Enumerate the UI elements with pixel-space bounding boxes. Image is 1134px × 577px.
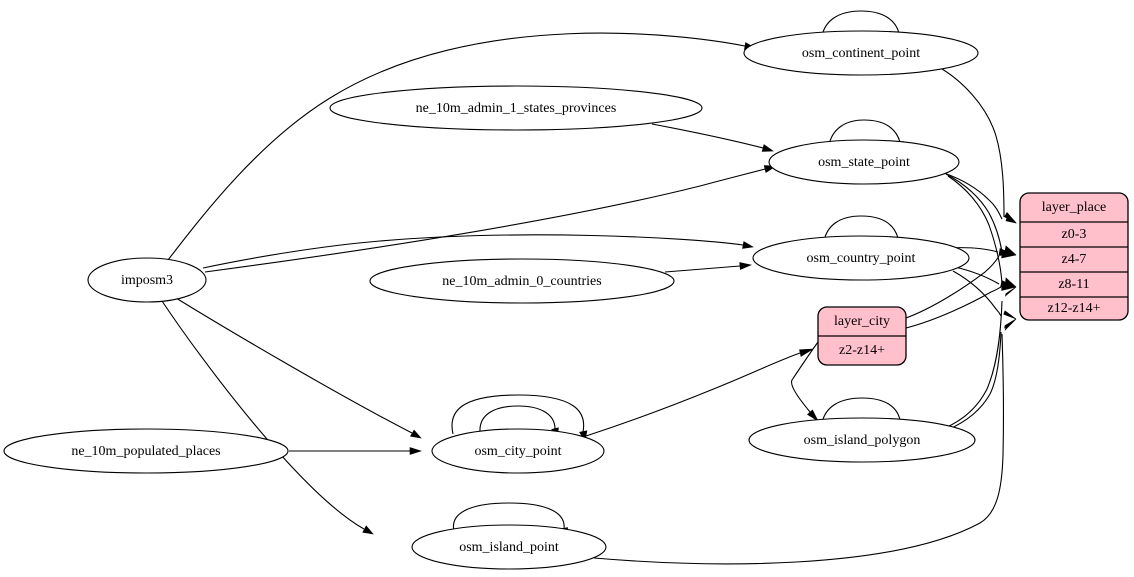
record-row-layer_city-header: layer_city — [834, 314, 890, 329]
node-shape-ellipse — [411, 524, 607, 570]
edge-osm_island_point-self-loop — [452, 502, 565, 532]
node-ne_10m_admin_0_countries[interactable]: ne_10m_admin_0_countries — [369, 258, 675, 304]
edge-osm_island_polygon-to-layer_place-z8 — [944, 300, 1003, 429]
node-osm_state_point[interactable]: osm_state_point — [768, 139, 960, 185]
record-row-layer_place-z4[interactable]: z4-7 — [1062, 252, 1087, 267]
node-shape-ellipse — [752, 235, 970, 281]
node-label-ne_10m_populated_places: ne_10m_populated_places — [71, 444, 220, 459]
node-osm_continent_point[interactable]: osm_continent_point — [743, 30, 979, 76]
node-shape-ellipse — [743, 30, 979, 76]
node-shape-ellipse — [768, 139, 960, 185]
edge-layer_city-to-osm_island_polygon — [791, 341, 819, 413]
node-shape-ellipse — [329, 85, 703, 131]
arrowhead — [739, 262, 752, 270]
arrowhead — [1001, 283, 1017, 291]
arrowhead — [761, 144, 774, 152]
arrowhead — [807, 409, 819, 422]
arrowhead — [742, 241, 754, 249]
record-node-layer: layer_place z0-3 z4-7 z8-11 z12-z14+ lay… — [817, 192, 1129, 366]
node-osm_country_point[interactable]: osm_country_point — [752, 235, 970, 281]
arrowhead — [362, 525, 374, 535]
edge-imposm3-to-osm_island_point — [161, 300, 365, 530]
node-shape-ellipse — [3, 428, 289, 474]
node-label-osm_continent_point: osm_continent_point — [802, 46, 920, 61]
edge-imposm3-to-osm_country_point — [202, 234, 744, 269]
edge-osm_island_polygon-self-loop — [821, 397, 901, 424]
node-layer: imposm3 ne_10m_admin_1_states_provinces … — [3, 30, 979, 570]
node-osm_island_point[interactable]: osm_island_point — [411, 524, 607, 570]
record-row-layer_place-z0[interactable]: z0-3 — [1062, 227, 1087, 242]
node-ne_10m_populated_places[interactable]: ne_10m_populated_places — [3, 428, 289, 474]
edge-osm_country_point-to-layer_place-z8 — [954, 266, 1000, 285]
edge-osm_state_point-to-layer_place-z4 — [945, 173, 1003, 253]
edge-osm_country_point-to-layer_place-z12 — [952, 270, 1002, 317]
edge-osm_city_point-to-layer_city-z2 — [582, 352, 801, 438]
edge-osm_state_point-to-layer_place-z8 — [947, 175, 1003, 285]
edge-osm_state_point-to-layer_place-z0 — [943, 172, 1003, 220]
node-ne_10m_admin_1_states_provinces[interactable]: ne_10m_admin_1_states_provinces — [329, 85, 703, 131]
edge-imposm3-to-osm_continent_point — [167, 32, 746, 261]
record-row-layer_place-z8[interactable]: z8-11 — [1058, 277, 1089, 292]
arrowhead — [1001, 251, 1017, 259]
record-node-layer_city[interactable]: layer_city z2-z14+ — [817, 306, 907, 366]
node-label-osm_state_point: osm_state_point — [818, 155, 910, 170]
node-osm_island_polygon[interactable]: osm_island_polygon — [748, 417, 976, 463]
edge-osm_city_point-self-loop-inner — [479, 405, 556, 433]
node-label-ne_10m_admin_0_countries: ne_10m_admin_0_countries — [442, 274, 601, 289]
edge-osm_city_point-self-loop-outer — [451, 394, 585, 435]
edge-osm_state_point-self-loop — [828, 119, 901, 146]
node-label-osm_island_polygon: osm_island_polygon — [804, 433, 921, 448]
node-shape-ellipse — [87, 257, 207, 303]
arrowhead — [1004, 286, 1017, 297]
node-label-imposm3: imposm3 — [121, 273, 173, 288]
arrowhead — [1004, 211, 1017, 224]
node-osm_city_point[interactable]: osm_city_point — [431, 428, 605, 474]
record-box-layer_place — [1019, 192, 1129, 321]
edge-imposm3-to-osm_city_point — [175, 297, 413, 434]
node-imposm3[interactable]: imposm3 — [87, 257, 207, 303]
edge-ne_10m_admin_1_states_provinces-to-osm_state_point — [651, 123, 764, 149]
edge-layer — [161, 10, 1017, 565]
edge-ne_10m_admin_0_countries-to-osm_country_point — [664, 265, 741, 273]
record-row-layer_place-header: layer_place — [1042, 200, 1107, 215]
record-row-layer_place-z12[interactable]: z12-z14+ — [1048, 301, 1101, 316]
edge-osm_continent_point-self-loop — [821, 10, 900, 37]
record-row-layer_city-z2[interactable]: z2-z14+ — [839, 343, 885, 358]
edge-imposm3-to-osm_state_point — [204, 168, 766, 273]
arrowhead — [410, 429, 422, 439]
edge-osm_island_point-to-layer_place-z12 — [593, 333, 1004, 565]
arrowhead — [799, 348, 814, 357]
arrowhead — [1003, 310, 1017, 320]
node-label-osm_island_point: osm_island_point — [459, 540, 559, 555]
arrowhead — [409, 447, 422, 455]
edge-osm_island_polygon-to-layer_place-z12 — [946, 331, 1002, 431]
node-label-osm_country_point: osm_country_point — [807, 251, 916, 266]
edge-layer_city-to-layer_place-z4 — [905, 255, 1000, 319]
node-shape-ellipse — [369, 258, 675, 304]
node-shape-ellipse — [431, 428, 605, 474]
node-shape-ellipse — [748, 417, 976, 463]
node-label-ne_10m_admin_1_states_provinces: ne_10m_admin_1_states_provinces — [416, 101, 617, 116]
record-node-layer_place[interactable]: layer_place z0-3 z4-7 z8-11 z12-z14+ — [1019, 192, 1129, 321]
edge-layer_city-to-layer_place-z8 — [905, 286, 1002, 329]
edge-osm_country_point-self-loop — [823, 215, 899, 242]
arrowhead — [1004, 318, 1017, 331]
node-label-osm_city_point: osm_city_point — [474, 444, 561, 459]
edge-osm_continent_point-to-layer_place-z0 — [936, 65, 1005, 218]
